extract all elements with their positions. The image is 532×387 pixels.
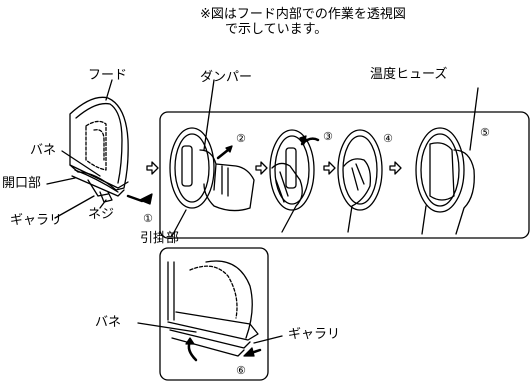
step-6-figure (137, 260, 283, 362)
label-opening: 開口部 (2, 176, 42, 191)
step-4: ④ (383, 132, 393, 145)
note: ※図はフード内部での作業を透視図 で示しています。 (200, 7, 406, 37)
step-4-figure (337, 129, 383, 233)
label-temperature-fuse: 温度ヒューズ (370, 67, 448, 82)
step-6-panel (159, 247, 269, 381)
label-spring-top: バネ (30, 143, 57, 158)
step-6: ⑥ (236, 364, 246, 377)
label-gallery-left: ギャラリ (10, 213, 63, 228)
step-2-figure (169, 79, 255, 237)
note-line-2: で示しています。 (225, 22, 328, 37)
hood-overview (46, 79, 153, 219)
label-hood: フード (88, 68, 128, 83)
steps-panel (159, 111, 530, 239)
label-spring-bottom: バネ (95, 315, 122, 330)
step-5: ⑤ (480, 126, 490, 139)
label-hook: 引掛部 (140, 231, 180, 246)
step-2: ② (236, 132, 246, 145)
note-line-1: ※図はフード内部での作業を透視図 (200, 7, 406, 22)
label-gallery-bottom: ギャラリ (288, 327, 341, 342)
label-damper: ダンパー (200, 70, 253, 85)
step-3-figure (269, 129, 320, 233)
step-5-figure (415, 87, 479, 235)
step-1: ① (143, 212, 153, 225)
step-3: ③ (323, 130, 333, 143)
label-screw: ネジ (88, 207, 115, 222)
